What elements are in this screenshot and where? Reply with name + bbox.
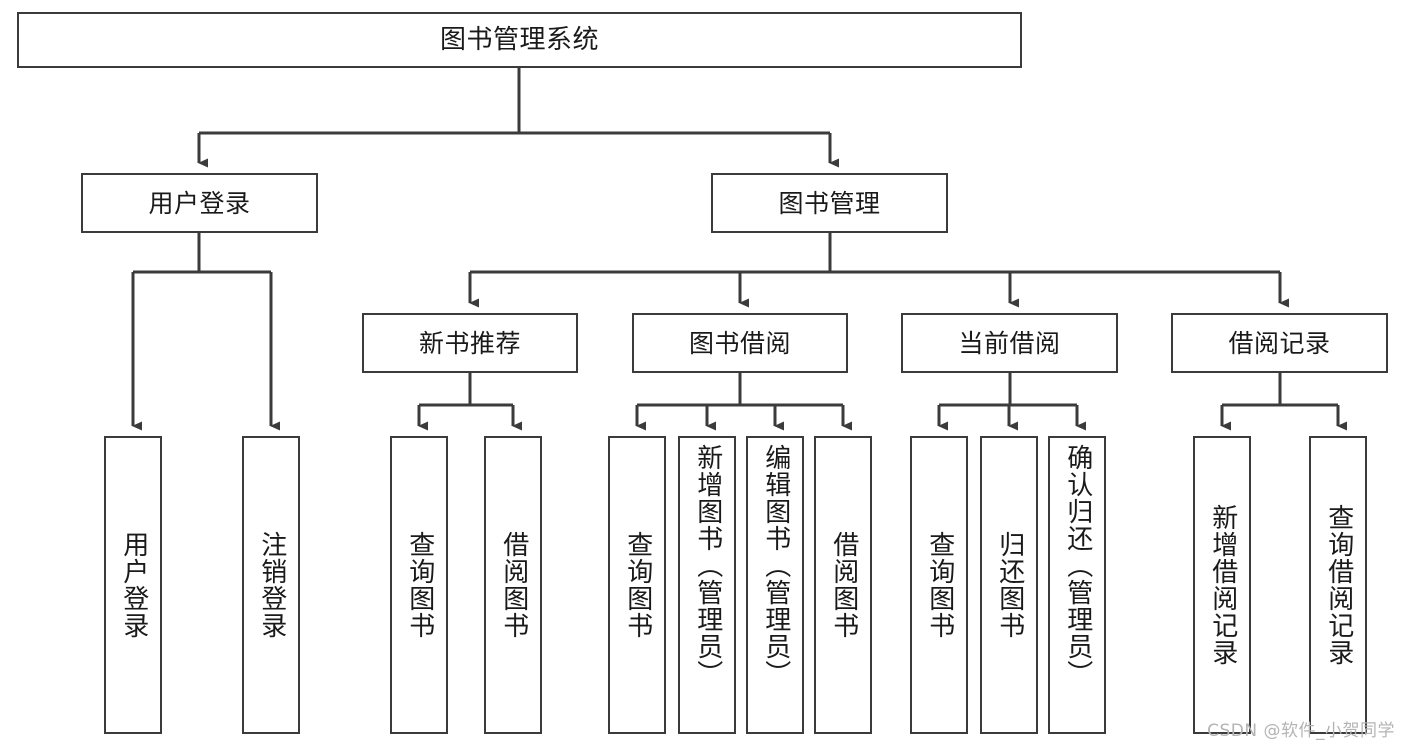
node-label: 当前借阅	[958, 328, 1061, 358]
leaf-user-login[interactable]: 用户登录	[104, 436, 162, 734]
node-label: 查询图书	[622, 531, 653, 639]
node-label: 借阅图书	[828, 531, 859, 639]
node-label: 新书推荐	[418, 328, 521, 358]
node-label: 借阅记录	[1228, 328, 1331, 358]
node-user-login[interactable]: 用户登录	[81, 173, 318, 233]
leaf-logout-login[interactable]: 注销登录	[242, 436, 300, 734]
node-label: 借阅图书	[498, 531, 529, 639]
node-label: 编辑图书（管理员）	[760, 444, 791, 687]
node-label: 确认归还（管理员）	[1062, 444, 1093, 687]
node-label: 归还图书	[994, 531, 1025, 639]
node-label: 查询图书	[404, 531, 435, 639]
leaf-confirm-return-admin[interactable]: 确认归还（管理员）	[1048, 436, 1106, 734]
node-label: 用户登录	[148, 188, 251, 218]
leaf-query-book-recommend[interactable]: 查询图书	[390, 436, 448, 734]
watermark-csdn: CSDN @软件_小贺同学	[1207, 721, 1395, 741]
node-label: 图书管理系统	[439, 25, 599, 55]
node-new-book-recommend[interactable]: 新书推荐	[362, 313, 578, 373]
leaf-query-borrow-record[interactable]: 查询借阅记录	[1309, 436, 1367, 734]
leaf-borrow-book-recommend[interactable]: 借阅图书	[484, 436, 542, 734]
leaf-edit-book-admin[interactable]: 编辑图书（管理员）	[746, 436, 804, 734]
leaf-query-book-current[interactable]: 查询图书	[910, 436, 968, 734]
node-label: 查询借阅记录	[1323, 504, 1354, 666]
node-label: 图书借阅	[688, 328, 791, 358]
node-label: 查询图书	[924, 531, 955, 639]
leaf-query-book-borrow[interactable]: 查询图书	[608, 436, 666, 734]
leaf-return-book[interactable]: 归还图书	[980, 436, 1038, 734]
node-label: 注销登录	[256, 531, 287, 639]
node-label: 图书管理	[778, 188, 881, 218]
leaf-borrow-book[interactable]: 借阅图书	[814, 436, 872, 734]
node-root-book-management-system[interactable]: 图书管理系统	[17, 12, 1022, 68]
node-book-borrow[interactable]: 图书借阅	[632, 313, 848, 373]
leaf-add-borrow-record[interactable]: 新增借阅记录	[1193, 436, 1251, 734]
node-label: 新增图书（管理员）	[692, 444, 723, 687]
node-current-borrow[interactable]: 当前借阅	[901, 313, 1118, 373]
node-label: 用户登录	[118, 531, 149, 639]
leaf-add-book-admin[interactable]: 新增图书（管理员）	[678, 436, 736, 734]
node-book-management[interactable]: 图书管理	[711, 173, 948, 233]
node-label: 新增借阅记录	[1207, 504, 1238, 666]
node-borrow-record[interactable]: 借阅记录	[1171, 313, 1388, 373]
